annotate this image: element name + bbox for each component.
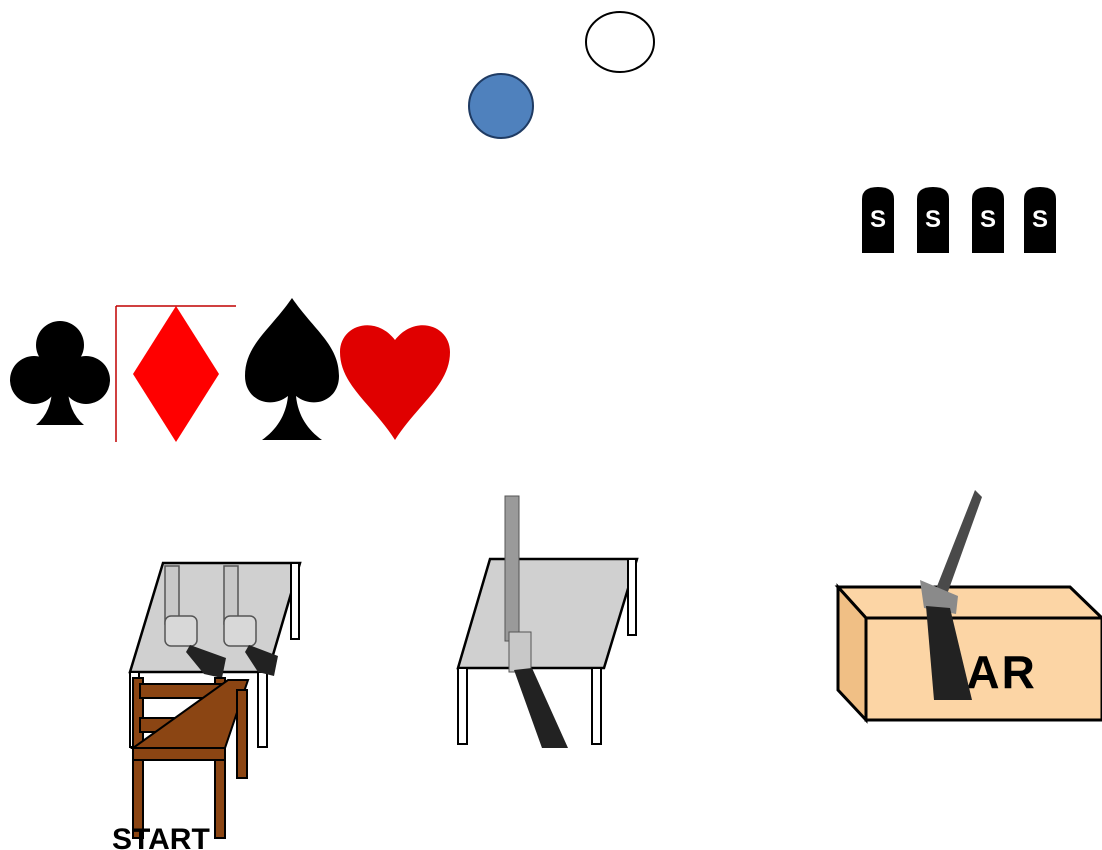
diamond-card[interactable] [116,306,236,442]
tombstone-4[interactable]: S [1024,187,1056,253]
heart-icon[interactable] [340,325,450,440]
tombstone-2[interactable]: S [917,187,949,253]
start-label[interactable]: START [112,823,210,850]
bar-crate[interactable]: BAR [838,587,1102,720]
club-icon[interactable] [10,321,110,425]
tombstone-3[interactable]: S [972,187,1004,253]
tombstone-2-label: S [925,206,941,233]
spade-icon[interactable] [245,298,339,440]
white-token[interactable] [586,12,654,72]
tombstone-1-label: S [870,206,886,233]
tombstone-4-label: S [1032,206,1048,233]
diamond-icon [133,306,219,442]
tombstone-3-label: S [980,206,996,233]
blue-token[interactable] [469,74,533,138]
tombstone-1[interactable]: S [862,187,894,253]
chair-icon[interactable] [133,678,248,838]
